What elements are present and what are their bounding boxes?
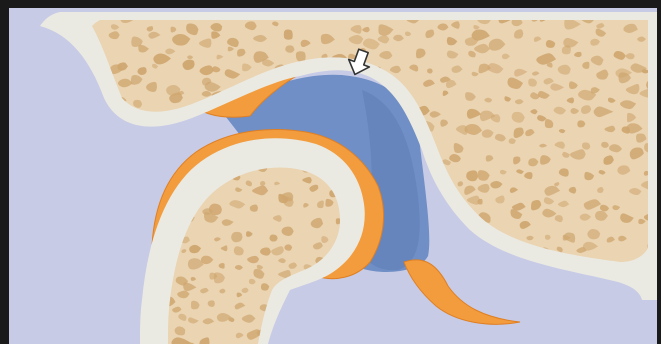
trabecular-spot (466, 170, 478, 181)
trabecular-spot (231, 232, 242, 242)
trabecular-spot (284, 29, 293, 39)
